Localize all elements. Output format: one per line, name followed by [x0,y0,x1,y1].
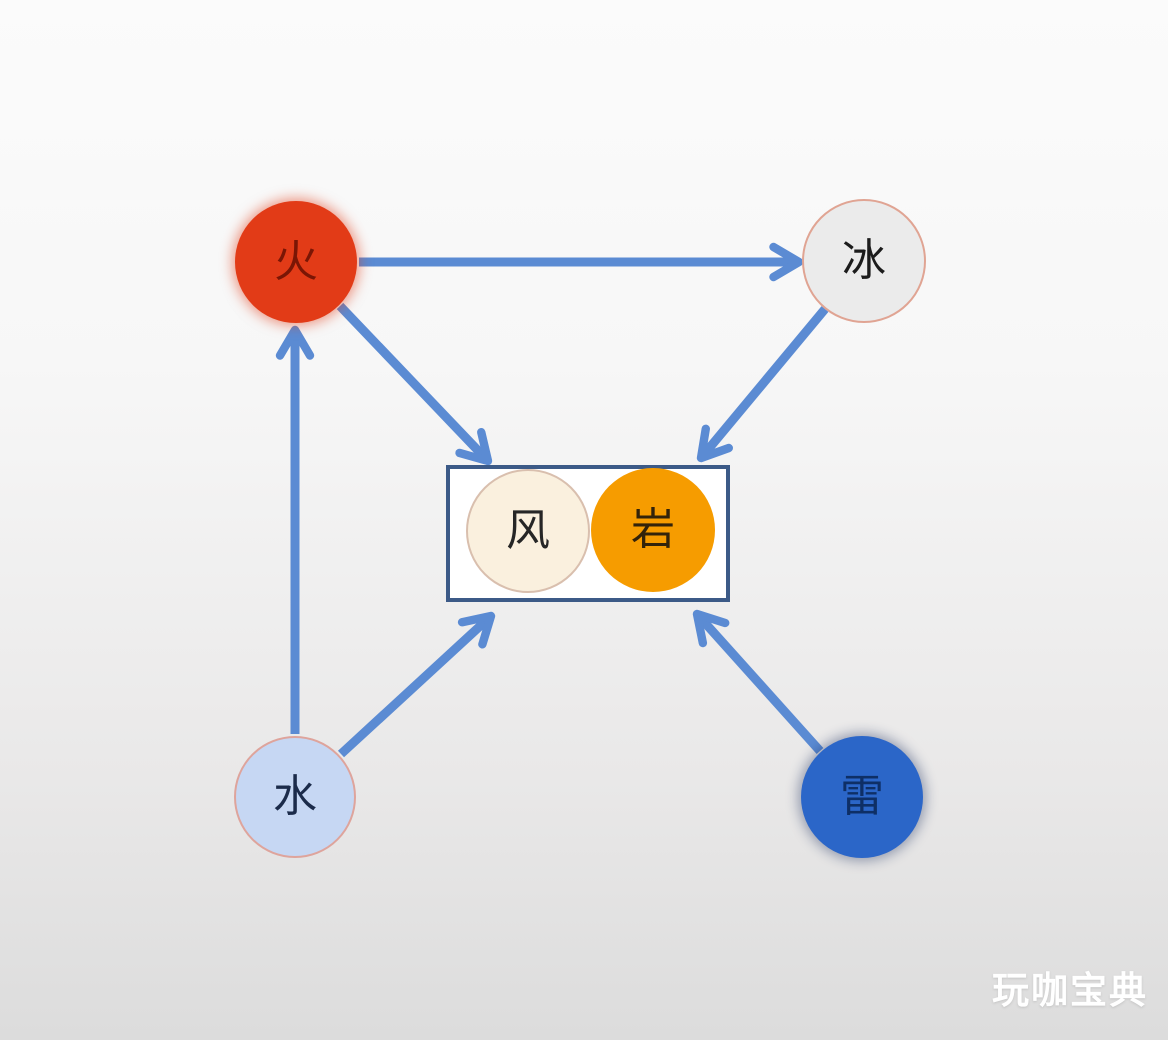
node-fire: 火 [235,201,357,323]
arrow-ice-to-center-box [696,306,829,463]
node-ice: 冰 [802,199,926,323]
arrow-fire-to-center-box [336,302,493,466]
node-wind: 风 [466,469,590,593]
node-label-water: 水 [273,771,317,822]
node-thunder: 雷 [801,736,923,858]
node-label-thunder: 雷 [840,771,884,822]
node-label-rock: 岩 [631,504,675,555]
node-label-fire: 火 [274,236,318,287]
arrow-thunder-to-center-box [692,609,824,755]
node-label-ice: 冰 [842,235,886,286]
arrow-water-to-center-box [337,611,496,758]
watermark: 玩咖宝典 [992,969,1148,1012]
node-label-wind: 风 [506,505,550,556]
node-water: 水 [234,736,356,858]
node-rock: 岩 [591,468,715,592]
